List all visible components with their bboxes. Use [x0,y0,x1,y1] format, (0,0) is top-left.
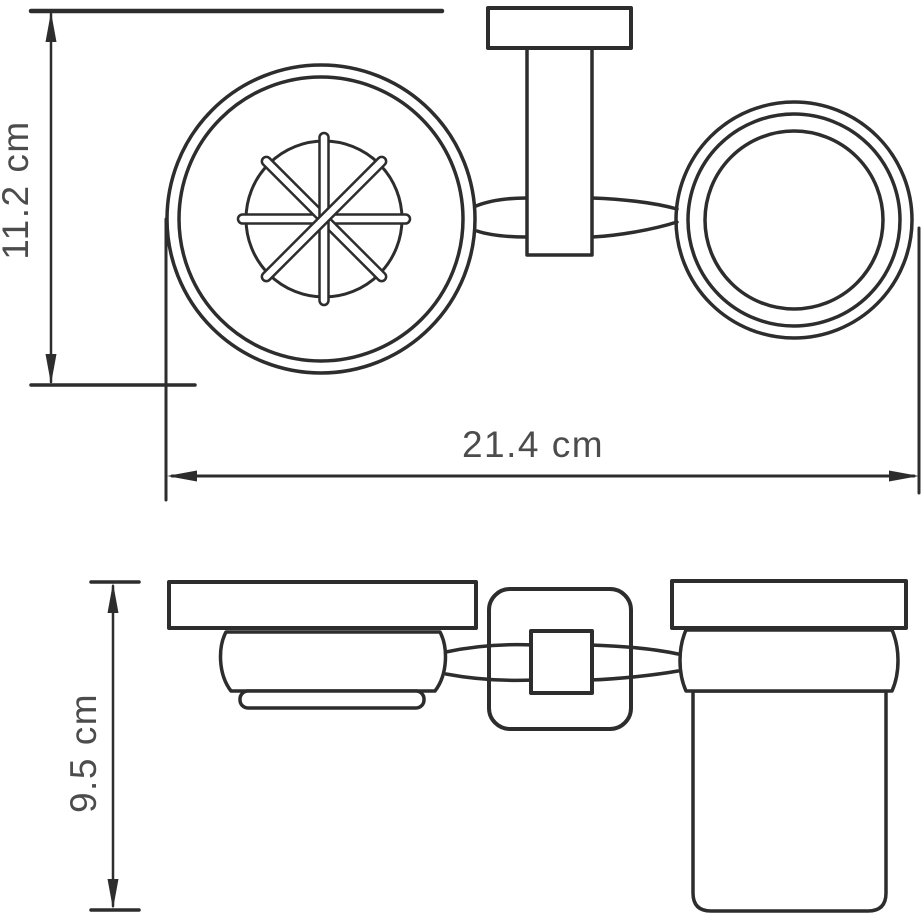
tumbler-glass-cup [691,689,888,913]
holder-ring-outer [674,100,914,340]
left-arm-upper-edge [474,196,529,208]
arrowhead-down-icon [107,879,119,909]
arrowhead-up-icon [107,583,119,613]
holder-top-plate [670,579,908,630]
dimension-label-height: 9.5 cm [63,693,104,813]
bracket-wall-plate [486,6,633,50]
dimension-label-width: 21.4 cm [462,424,604,465]
arrowhead-left-icon [167,470,197,482]
soap-dish-front-view [167,580,478,710]
arrowhead-down-icon [45,354,57,384]
left-arm-lower-edge [475,229,529,239]
bracket-hub-block [529,629,594,695]
arrowhead-up-icon [45,12,57,42]
mount-arms-top-view [474,196,679,239]
right-arm-upper-edge [590,196,679,211]
height-dimension-front-view: 9.5 cm [63,580,141,912]
wall-bracket-top-view [486,6,633,257]
soap-dish-bowl [218,630,448,693]
soap-dish-top-view [165,63,477,375]
right-arm-lower-edge [590,220,679,239]
wall-bracket-front-view [444,587,680,731]
tumbler-front-view [670,579,908,913]
depth-dimension-top-view: 11.2 cm [0,12,197,387]
tumbler-holder-top-view [674,100,914,340]
right-arm-lower-edge [588,669,680,682]
dimension-label-depth: 11.2 cm [0,120,36,259]
width-dimension: 21.4 cm [164,217,921,502]
top-view: 11.2 cm [0,6,921,502]
soap-dish-inner-rim [177,75,465,363]
soap-dish-top-plate [167,580,478,630]
soap-dish-foot-ring [238,689,426,710]
soap-dish-drain-spokes [236,131,412,307]
holder-ring-band [678,628,900,693]
left-arm-lower-edge [444,672,536,683]
drain-spoke-bar [260,155,388,283]
holder-ring-inner [703,129,885,311]
bracket-post [525,46,594,257]
left-arm-upper-edge [444,642,536,654]
right-arm-upper-edge [588,643,680,656]
front-view: 9.5 cm [63,579,908,913]
arrowhead-right-icon [889,470,919,482]
holder-ring-middle [686,112,902,328]
